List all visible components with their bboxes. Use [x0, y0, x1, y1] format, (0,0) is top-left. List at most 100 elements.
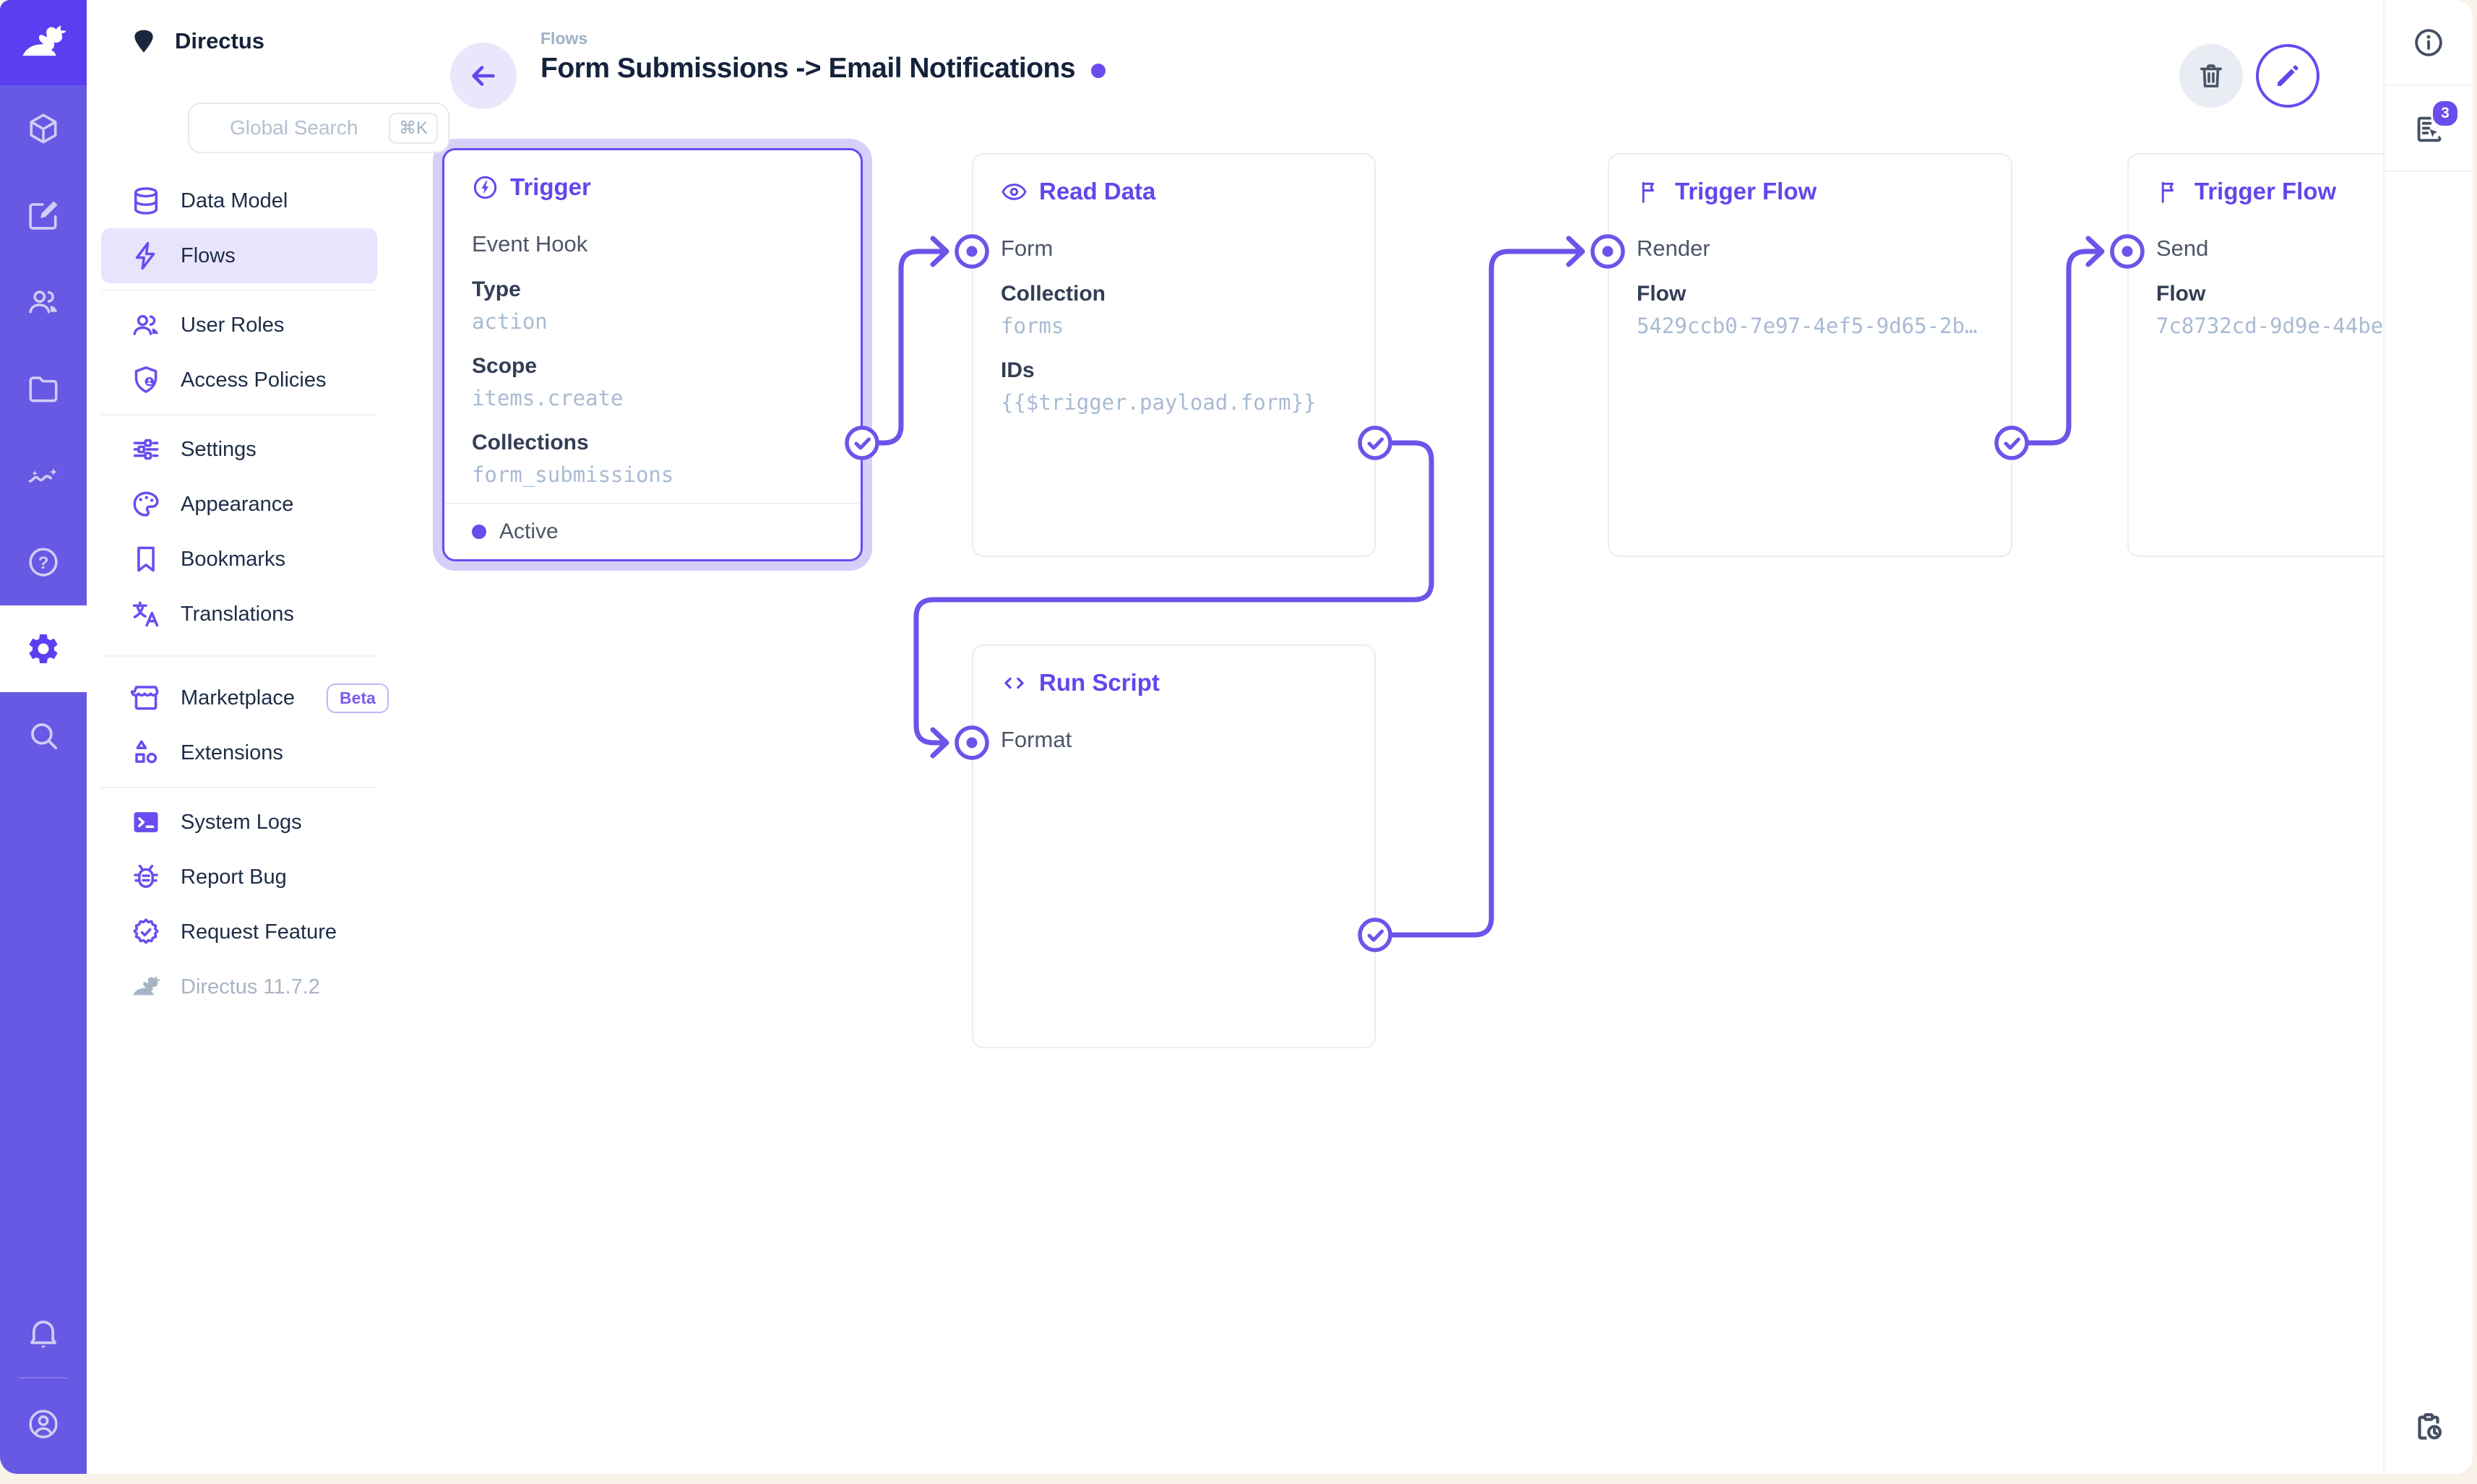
sidebar-item-label: User Roles	[181, 313, 285, 337]
module-editor[interactable]	[0, 172, 87, 259]
trigger-bolt-icon	[473, 176, 497, 199]
sidebar-item-appearance[interactable]: Appearance	[101, 477, 377, 532]
project-header[interactable]: Directus	[87, 0, 396, 56]
people-icon	[133, 314, 158, 335]
sidebar-item-access-policies[interactable]: Access Policies	[101, 353, 377, 407]
sidebar-item-translations[interactable]: Translations	[101, 587, 377, 642]
info-sidebar-button[interactable]	[2385, 0, 2473, 85]
pending-revisions-button[interactable]	[2385, 1380, 2473, 1474]
panel-trigger[interactable]: Trigger Event Hook Type action Scope ite…	[442, 148, 863, 561]
module-bar-divider	[20, 1377, 67, 1379]
shield-user-icon	[134, 366, 158, 393]
sidebar-item-label: Request Feature	[181, 920, 337, 944]
sidebar-item-bookmarks[interactable]: Bookmarks	[101, 532, 377, 587]
sidebar-item-label: Marketplace	[181, 686, 295, 709]
sidebar-item-label: Data Model	[181, 189, 288, 212]
panel-trigger-header: Trigger	[472, 173, 833, 201]
sidebar-item-user-roles[interactable]: User Roles	[101, 298, 377, 353]
files-folder-icon	[29, 376, 58, 402]
page-title: Form Submissions -> Email Notifications	[540, 53, 1106, 85]
delete-flow-button[interactable]	[2179, 44, 2243, 108]
directus-logo[interactable]	[0, 0, 87, 85]
operation-name: Format	[1001, 727, 1072, 752]
insights-icon	[28, 468, 58, 483]
status-badge: Active	[499, 519, 559, 543]
trash-icon	[2200, 64, 2222, 88]
module-help[interactable]: ?	[0, 519, 87, 605]
field-value: items.create	[472, 386, 624, 410]
sidebar-divider	[87, 780, 396, 795]
notifications-button[interactable]	[0, 1296, 87, 1371]
flow-logs-button[interactable]: 3	[2385, 86, 2473, 171]
project-name: Directus	[175, 28, 265, 53]
sidebar-item-marketplace[interactable]: Marketplace Beta	[101, 670, 389, 725]
field-label: Scope	[472, 354, 538, 378]
sidebar-item-label: Translations	[181, 602, 294, 626]
content-cube-icon	[30, 113, 57, 144]
sidebar-item-flows[interactable]: Flows	[101, 228, 377, 283]
flag-icon	[1642, 181, 1654, 203]
rabbit-logo-icon	[22, 25, 66, 56]
operation-name: Render	[1637, 236, 1710, 261]
trigger-subtitle: Event Hook	[472, 231, 588, 256]
rabbit-version-icon	[133, 976, 160, 996]
panel-title: Trigger	[510, 173, 591, 200]
global-search-input[interactable]: Global Search ⌘K	[188, 103, 449, 153]
sidebar-item-report-bug[interactable]: Report Bug	[101, 850, 377, 905]
sidebar-item-label: System Logs	[181, 810, 302, 834]
sidebar-nav: Data Model Flows User Roles Access Polic…	[87, 173, 396, 1014]
sidebar-item-request-feature[interactable]: Request Feature	[101, 905, 377, 959]
panel-trigger-flow-render[interactable]: Trigger Flow Render Flow 5429ccb0-7e97-4…	[1608, 153, 2012, 557]
panel-read-data-header: Read Data	[1001, 178, 1347, 205]
module-search[interactable]	[0, 692, 87, 779]
sidebar-item-settings[interactable]: Settings	[101, 422, 377, 477]
field-label: Collections	[472, 431, 589, 454]
breadcrumb[interactable]: Flows	[540, 29, 588, 48]
panel-run-script[interactable]: Run Script Format	[972, 644, 1376, 1048]
field-label: Type	[472, 277, 521, 301]
module-files[interactable]	[0, 345, 87, 432]
operation-name: Send	[2156, 236, 2209, 261]
field-value: action	[472, 309, 548, 334]
bolt-icon	[135, 241, 155, 270]
info-icon	[2415, 28, 2442, 56]
sidebar-item-label: Access Policies	[181, 368, 327, 392]
account-button[interactable]	[0, 1384, 87, 1464]
module-content[interactable]	[0, 85, 87, 172]
search-shortcut: ⌘K	[388, 112, 438, 144]
sidebar-divider	[87, 407, 396, 422]
sidebar-item-label: Bookmarks	[181, 547, 286, 571]
eye-icon	[1001, 183, 1027, 200]
project-mark-icon	[134, 30, 153, 53]
verified-badge-icon	[133, 918, 159, 944]
edit-flow-button[interactable]	[2256, 44, 2319, 108]
sidebar-item-system-logs[interactable]: System Logs	[101, 795, 377, 850]
unsaved-indicator-dot	[1091, 64, 1106, 78]
header-actions	[2179, 44, 2319, 108]
users-icon	[29, 290, 57, 314]
field-label: Collection	[1001, 282, 1106, 306]
database-icon	[134, 187, 158, 215]
notifications-bell-icon	[30, 1320, 56, 1348]
sidebar-item-label: Extensions	[181, 741, 283, 764]
right-rail: 3	[2383, 0, 2473, 1474]
module-users[interactable]	[0, 259, 87, 345]
settings-gear-icon	[29, 634, 58, 663]
back-button[interactable]	[450, 43, 517, 109]
storefront-icon	[130, 686, 159, 710]
field-value: 5429ccb0-7e97-4ef5-9d65-2b…	[1637, 314, 1978, 338]
sidebar-item-data-model[interactable]: Data Model	[101, 173, 377, 228]
panel-trigger-flow-header: Trigger Flow	[1637, 178, 1983, 205]
title-block: Flows Form Submissions -> Email Notifica…	[540, 29, 1106, 85]
terminal-icon	[134, 812, 158, 832]
page-title-text: Form Submissions -> Email Notifications	[540, 53, 1076, 84]
module-insights[interactable]	[0, 432, 87, 519]
bug-icon	[134, 864, 158, 888]
sidebar-item-extensions[interactable]: Extensions	[101, 725, 377, 780]
panel-trigger-flow-header: Trigger Flow	[2156, 178, 2411, 205]
module-settings[interactable]	[0, 605, 87, 692]
panel-read-data[interactable]: Read Data Form Collection forms IDs {{$t…	[972, 153, 1376, 557]
trigger-status-footer: Active	[444, 503, 861, 559]
panel-run-script-header: Run Script	[1001, 669, 1347, 696]
